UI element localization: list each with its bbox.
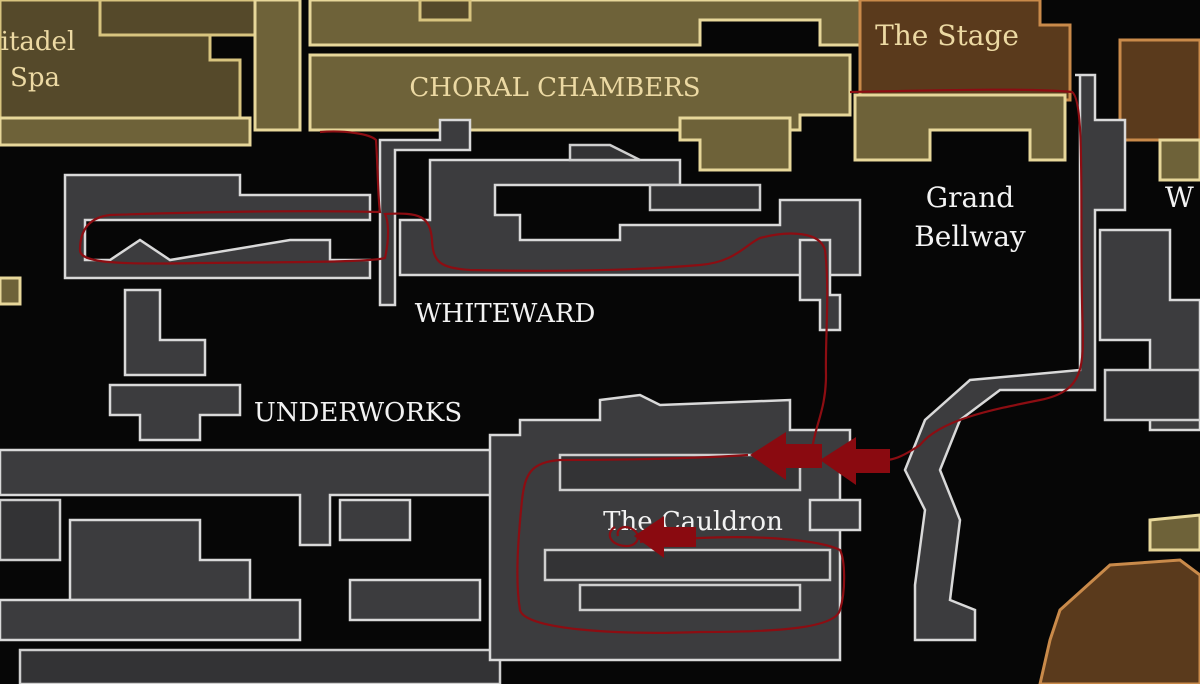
label-citadel-spa-line2: Spa [10,63,60,93]
region-edge-stub [0,276,22,306]
rooms-whiteward [63,118,862,332]
region-right-stub [1148,513,1200,552]
route-annotation [78,88,1084,634]
label-underworks: UNDERWORKS [254,398,462,428]
label-grand-bellway-line1: Grand [926,181,1014,214]
label-the-stage: The Stage [875,19,1019,52]
route-segment-whiteward [78,130,829,451]
region-the-stage [853,0,1200,182]
rooms-underworks [0,288,502,684]
region-lower-right [1038,558,1200,684]
left-arrow-icon-1 [750,432,822,480]
left-arrow-icon-3 [634,516,696,558]
left-arrow-icon-2 [820,437,890,485]
label-citadel-spa-line1: Citadel [0,27,75,57]
label-grand-bellway-line2: Bellway [914,220,1026,253]
rooms-grand-bellway [903,73,1200,642]
route-segment-top [849,88,1084,462]
label-edge: W [1165,181,1194,214]
route-loop-marker [608,526,639,548]
route-segment-cauldron [516,453,846,634]
label-choral-chambers: CHORAL CHAMBERS [409,73,700,103]
label-whiteward: WHITEWARD [415,299,596,329]
